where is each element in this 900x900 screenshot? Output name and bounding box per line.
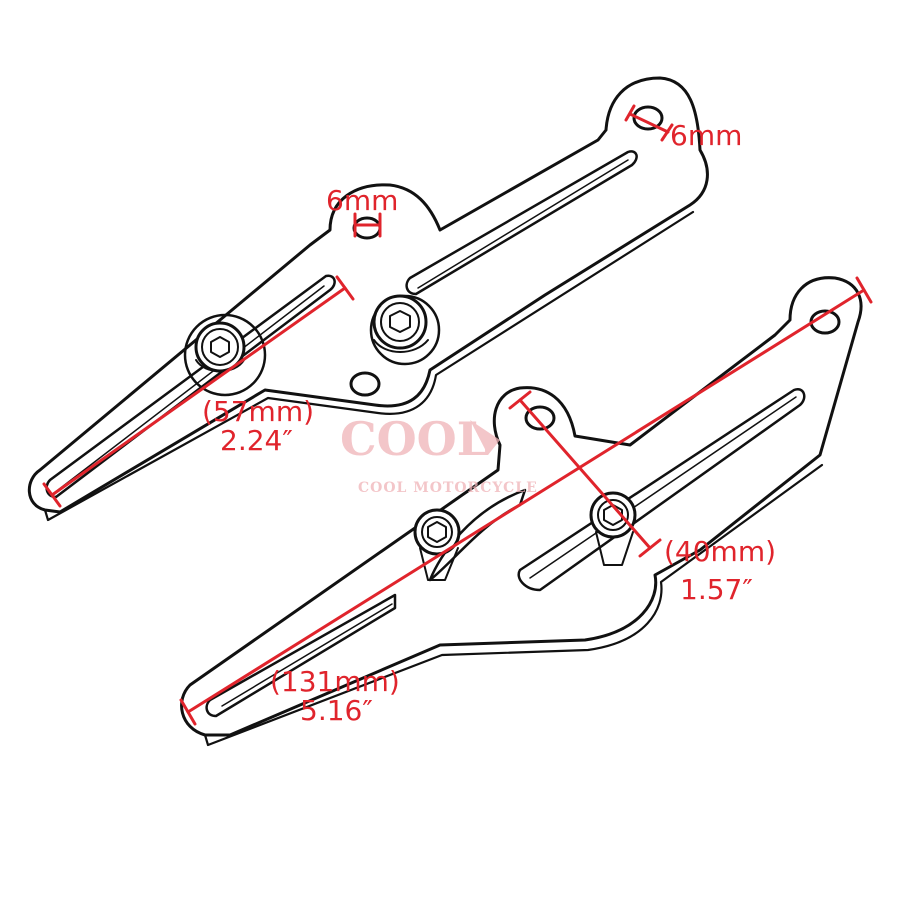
dimension-slot-length-mm: (57mm) bbox=[202, 395, 315, 428]
dimension-width-mm: (40mm) bbox=[664, 535, 777, 568]
watermark-brand-text: COOL MOTORCYCLE bbox=[358, 480, 538, 496]
bolt-icon bbox=[413, 508, 461, 581]
dimension-width-in: 1.57″ bbox=[680, 573, 753, 606]
dimension-lines bbox=[42, 104, 873, 726]
bolt-icon bbox=[369, 294, 441, 366]
dimension-top-hole-lower: 6mm bbox=[326, 184, 399, 217]
dimension-overall-length-in: 5.16″ bbox=[300, 694, 373, 727]
dimension-overall-length-mm: (131mm) bbox=[270, 665, 400, 698]
watermark-logo: COOL COOL MOTORCYCLE bbox=[340, 412, 538, 496]
right-bracket bbox=[180, 276, 863, 747]
bolt-icon bbox=[589, 491, 637, 566]
left-bracket bbox=[27, 76, 709, 522]
bolt-icon bbox=[183, 313, 267, 397]
dimension-top-hole-upper: 6mm bbox=[670, 119, 743, 152]
dimension-slot-length-in: 2.24″ bbox=[220, 424, 293, 457]
watermark-logo-text: COOL bbox=[340, 412, 489, 466]
